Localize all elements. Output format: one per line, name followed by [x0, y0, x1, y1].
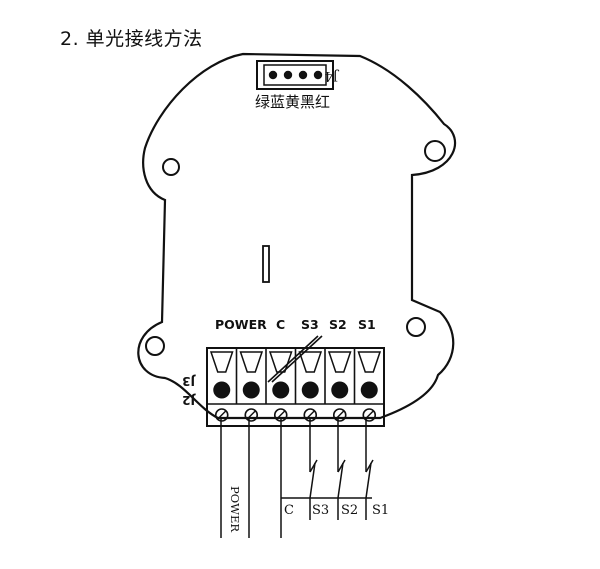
wire-label-c: C: [284, 503, 294, 518]
terminal-lower-screw: [332, 408, 347, 422]
jumper-line: [271, 335, 323, 383]
terminal-clamp: [298, 351, 323, 373]
connector-pin: [283, 70, 293, 80]
connector-j4: J4: [256, 60, 340, 90]
terminal-label-s1: S1: [358, 317, 376, 332]
terminal-screw: [360, 381, 378, 399]
terminal-lower-screw: [362, 408, 377, 422]
terminal-label-s2: S2: [329, 317, 347, 332]
terminal-lower-screw: [244, 408, 259, 422]
connector-pin: [298, 70, 308, 80]
screw-slot: [246, 410, 256, 420]
wire-label-s3: S3: [312, 503, 329, 518]
screw-slot: [217, 410, 227, 420]
connector-pin: [268, 70, 278, 80]
terminal-screw: [242, 381, 260, 399]
terminal-label-power: POWER: [215, 317, 267, 332]
connector-pin: [313, 70, 323, 80]
connector-j4-label: J4: [325, 68, 340, 83]
section-heading: 2. 单光接线方法: [60, 28, 203, 50]
board-slot: [262, 245, 270, 283]
terminal-clamp: [239, 351, 264, 373]
screw-slot: [335, 410, 345, 420]
mounting-hole: [145, 336, 165, 356]
terminal-screw: [213, 381, 231, 399]
wire-label-s1: S1: [372, 503, 389, 518]
terminal-screw: [272, 381, 290, 399]
terminal-screw: [301, 381, 319, 399]
screw-slot: [364, 410, 374, 420]
terminal-clamp: [357, 351, 382, 373]
marking-j2: J2: [182, 393, 196, 407]
jumper-line: [267, 335, 319, 383]
terminal-screw: [331, 381, 349, 399]
terminal-label-c: C: [276, 317, 285, 332]
marking-j3: J3: [182, 374, 196, 388]
board-outline: [137, 52, 457, 420]
terminal-clamp: [327, 351, 352, 373]
wires: [220, 418, 374, 538]
wire-color-label: 绿蓝黄黑红: [255, 93, 330, 111]
terminal-label-s3: S3: [301, 317, 319, 332]
terminal-clamp: [268, 351, 293, 373]
screw-slot: [276, 410, 286, 420]
terminal-block: [206, 347, 385, 427]
terminal-clamp: [209, 351, 234, 373]
wire-label-power: POWER: [228, 486, 242, 532]
mounting-hole: [424, 140, 446, 162]
screw-slot: [305, 410, 315, 420]
mounting-hole: [162, 158, 180, 176]
mounting-hole: [406, 317, 426, 337]
wire-label-s2: S2: [341, 503, 358, 518]
